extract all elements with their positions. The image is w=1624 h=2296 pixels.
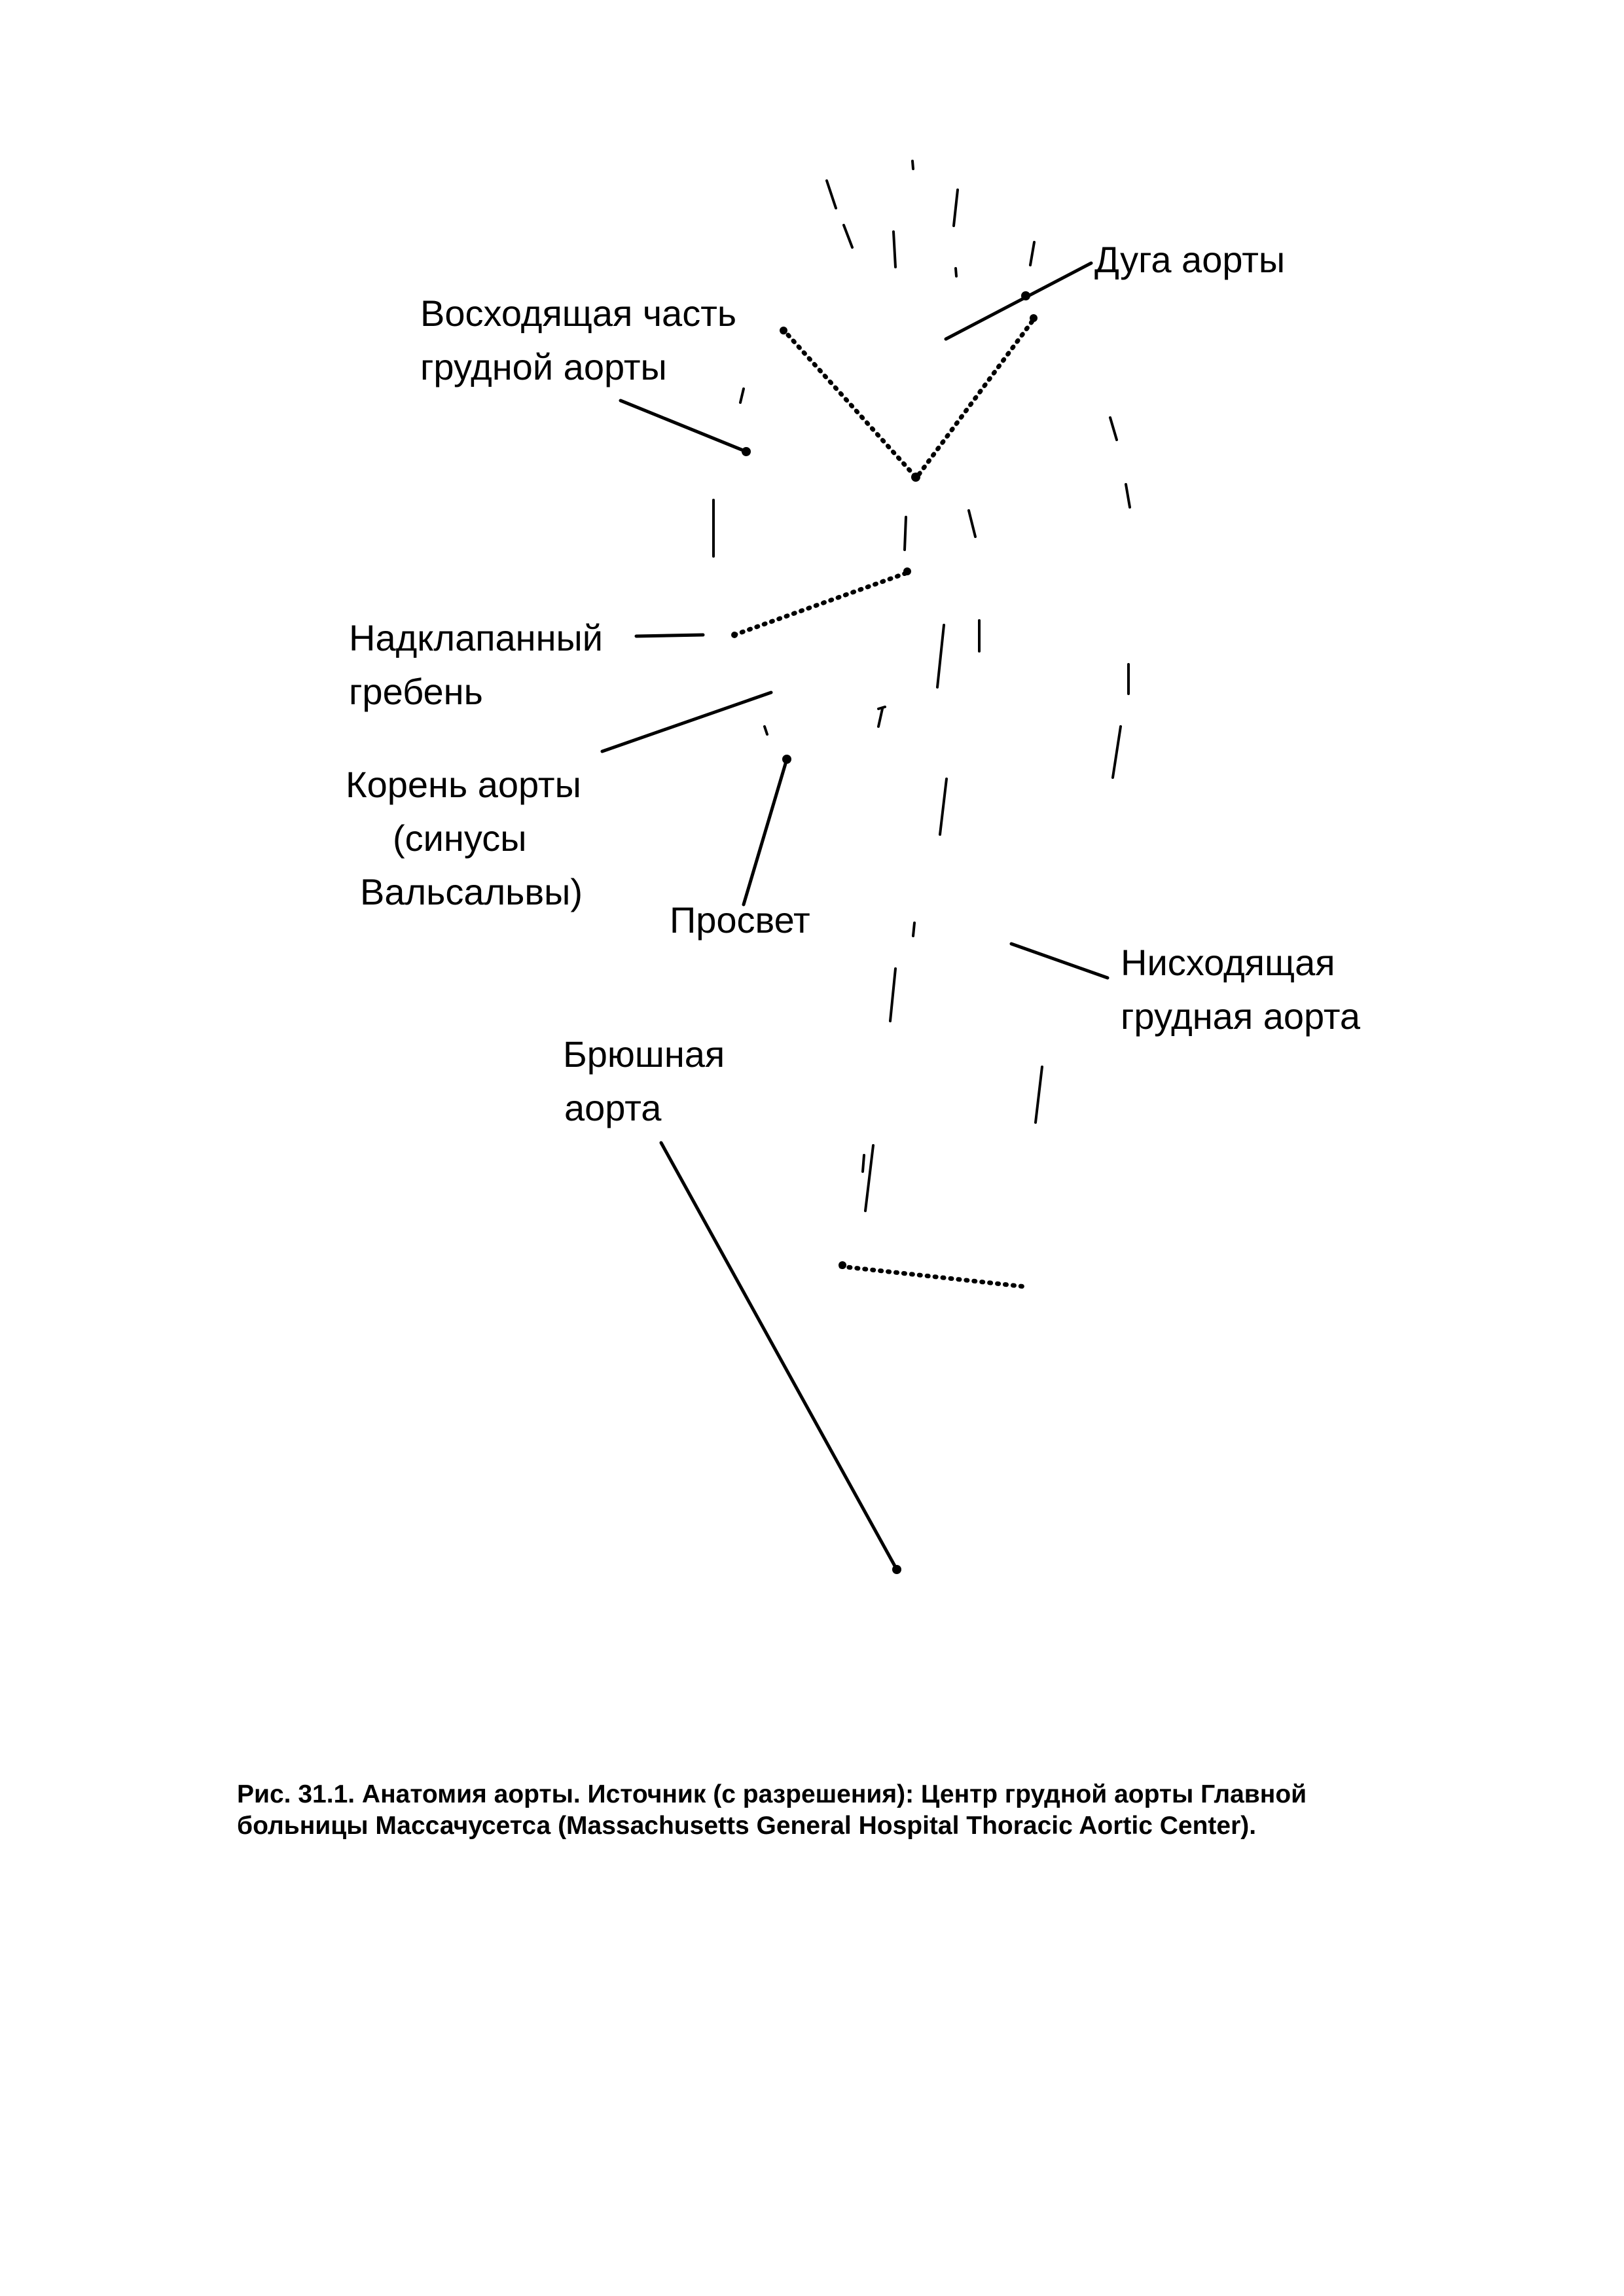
arch-annotation: Дуга аорты — [944, 239, 1285, 341]
vessel-dotted-outline — [731, 314, 1038, 1289]
arch-label: Дуга аорты — [1094, 239, 1285, 280]
abdominal-aorta-leader-line — [659, 1141, 899, 1571]
arch-leader-line — [944, 261, 1093, 341]
vessel-outline — [712, 160, 1131, 1212]
abdominal-aorta-label: Брюшная аорта — [563, 1033, 735, 1128]
abdominal-aorta-annotation: Брюшная аорта — [563, 1033, 901, 1574]
figure-caption: Рис. 31.1. Анатомия аорты. Источник (с р… — [237, 1779, 1415, 1842]
sinotubular-ridge-annotation: Надклапанный гребень — [349, 617, 705, 712]
lumen-leader-line — [742, 757, 789, 906]
descending-aorta-annotation: Нисходящая грудная аорта — [1009, 942, 1361, 1037]
ascending-aorta-annotation: Восходящая часть грудной аорты — [420, 293, 751, 456]
aortic-root-label: Корень аорты (синусы Вальсальвы) — [346, 764, 591, 912]
aortic-root-annotation: Корень аорты (синусы Вальсальвы) — [346, 691, 773, 912]
sinotubular-ridge-label: Надклапанный гребень — [349, 617, 613, 712]
ascending-aorta-leader-line — [619, 399, 748, 454]
descending-aorta-leader-line — [1009, 942, 1110, 980]
figure-caption-line-2: больницы Массачусетса (Massachusetts Gen… — [237, 1812, 1257, 1840]
lumen-label: Просвет — [670, 899, 810, 941]
lumen-annotation: Просвет — [670, 755, 810, 941]
sinotubular-ridge-leader-line — [634, 633, 705, 638]
descending-aorta-label: Нисходящая грудная аорта — [1121, 942, 1361, 1037]
aortic-root-leader-line — [600, 691, 773, 753]
figure-caption-line-1: Рис. 31.1. Анатомия аорты. Источник (с р… — [237, 1780, 1307, 1808]
ascending-aorta-label: Восходящая часть грудной аорты — [420, 293, 747, 387]
